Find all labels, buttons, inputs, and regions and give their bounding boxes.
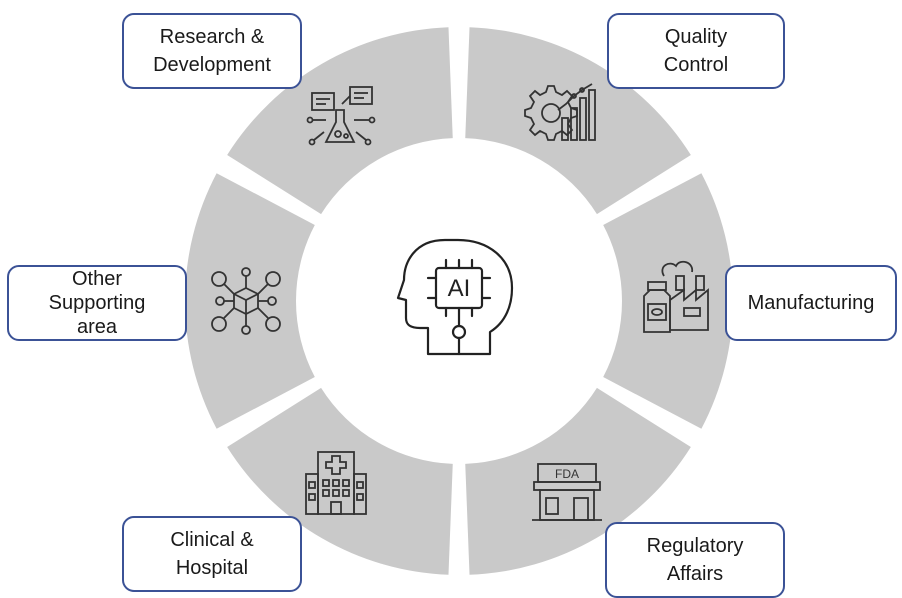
label-line: Control [663,54,729,76]
network-cube-icon [211,267,281,335]
ring-segment-qc [465,27,691,215]
factory-medicine-bottle-icon [643,260,709,333]
label-line: Affairs [666,563,724,585]
label-research-development: Research & Development [122,13,302,89]
label-line: Research & [159,26,265,48]
label-clinical-hospital: Clinical & Hospital [122,516,302,592]
label-manufacturing: Manufacturing [725,265,897,341]
label-line: area [76,316,118,338]
fda-building-icon [532,463,602,521]
label-other-supporting-area: Other Supporting area [7,265,187,341]
ring-segment-other [184,173,315,429]
label-regulatory-affairs: Regulatory Affairs [605,522,785,598]
label-line: Clinical & [170,529,254,551]
ai-text: AI [448,275,471,302]
label-line: Regulatory [646,535,744,557]
lab-flask-documents-icon [306,86,376,146]
ring-segment-rnd [227,27,453,215]
label-line: Supporting [48,292,146,314]
ring-segment-clinical [227,387,453,575]
fda-text: FDA [555,467,579,481]
ai-head-chip-icon [396,238,514,356]
label-line: Development [153,54,271,76]
label-line: Quality [664,26,728,48]
hospital-building-icon [305,451,367,515]
label-line: Other [71,268,123,290]
ring-segment-mfg [603,173,733,429]
label-line: Hospital [175,557,249,579]
gear-bar-chart-icon [524,83,596,141]
segment-ring [184,27,733,575]
label-quality-control: Quality Control [607,13,785,89]
label-line: Manufacturing [747,292,875,314]
